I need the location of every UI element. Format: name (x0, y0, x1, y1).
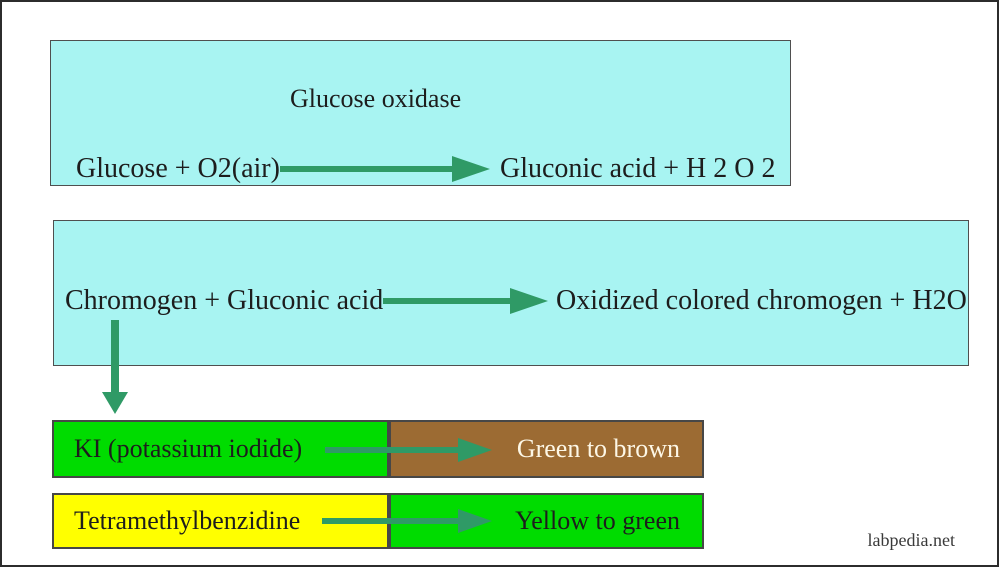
color-change-label: Green to brown (516, 434, 680, 463)
reagent-cell: Tetramethylbenzidine (52, 493, 389, 549)
arrow-shaft (325, 447, 458, 453)
reagent-label: Tetramethylbenzidine (74, 506, 301, 535)
arrow-head (102, 392, 128, 414)
down-arrow-icon (102, 320, 128, 414)
reaction2-reactants: Chromogen + Gluconic acid (65, 285, 384, 316)
reaction1-products: Gluconic acid + H 2 O 2 (500, 153, 776, 184)
right-arrow-icon (383, 287, 548, 315)
right-arrow-icon (280, 155, 490, 183)
arrow-shaft (383, 298, 510, 304)
arrow-shaft (111, 320, 119, 392)
reaction2-products: Oxidized colored chromogen + H2O (556, 285, 967, 316)
color-change-cell: Yellow to green (389, 493, 704, 549)
color-change-label: Yellow to green (515, 506, 680, 535)
indicator-row-ki: KI (potassium iodide) Green to brown (52, 420, 704, 478)
reagent-label: KI (potassium iodide) (74, 434, 303, 463)
reaction-box-chromogen: Chromogen + Gluconic acid Oxidized color… (53, 220, 969, 366)
arrow-shaft (322, 518, 458, 524)
arrow-shaft (280, 166, 452, 172)
color-change-cell: Green to brown (389, 420, 704, 478)
reaction-box-glucose-oxidase: Glucose oxidase Glucose + O2(air) Glucon… (50, 40, 791, 186)
arrow-head (510, 288, 548, 314)
arrow-head (458, 438, 492, 462)
right-arrow-icon (325, 436, 492, 464)
watermark: labpedia.net (867, 530, 955, 550)
arrow-head (452, 156, 490, 182)
arrow-head (458, 509, 492, 533)
reaction1-reactants: Glucose + O2(air) (76, 153, 280, 184)
enzyme-label: Glucose oxidase (290, 84, 462, 113)
indicator-row-tetramethylbenzidine: Tetramethylbenzidine Yellow to green (52, 493, 704, 549)
right-arrow-icon (322, 507, 492, 535)
